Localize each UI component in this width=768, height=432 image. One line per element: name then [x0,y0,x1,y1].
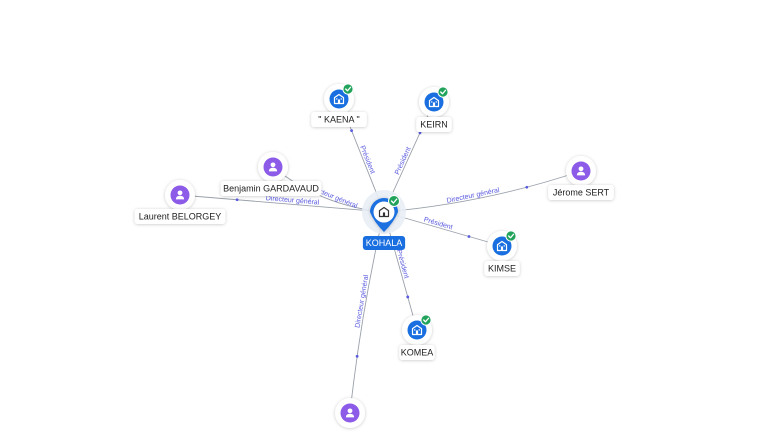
edge-arrow [406,295,410,299]
nodes-layer: " KAENA " KEIRN Benjamin GARDAVAUD Laurent … [134,83,614,428]
verified-check-icon [388,195,400,207]
node-benjamin[interactable]: Benjamin GARDAVAUD [220,152,322,196]
person-icon [175,190,185,200]
verified-check-icon [342,83,354,95]
edge-arrow [350,129,353,133]
node-label-text: " KAENA " [318,115,359,125]
node-keirn[interactable]: KEIRN [416,86,452,132]
person-icon [268,162,278,172]
node-label-kaena: " KAENA " [311,112,367,127]
node-label-komea: KOMEA [399,345,435,360]
building-icon [496,240,508,252]
person-icon [345,408,355,418]
edge-label-laurent: Directeur général [265,195,320,207]
node-label-text: KEIRN [420,120,448,130]
person-icon [576,166,586,176]
node-laurent[interactable]: Laurent BELORGEY [134,180,226,224]
node-label-jerome: Jérome SERT [548,185,614,200]
edge-arrow [418,131,422,135]
node-label-text: KIMSE [488,264,516,274]
edge-label-kimse: Président [423,216,453,231]
edge-label-komea: Président [395,249,410,279]
node-kaena[interactable]: " KAENA " [311,83,367,127]
center-label: KOHALA [362,236,406,250]
center-label-text: KOHALA [366,238,403,248]
node-label-benjamin: Benjamin GARDAVAUD [220,181,322,196]
edge-label-bottom: Directeur général [354,274,370,329]
node-label-laurent: Laurent BELORGEY [134,209,226,224]
node-label-kimse: KIMSE [484,261,520,276]
center-node[interactable]: KOHALA [362,190,406,250]
node-label-text: Benjamin GARDAVAUD [223,184,319,194]
node-komea[interactable]: KOMEA [399,314,435,360]
edge-laurent: Directeur général [179,194,385,213]
verified-check-icon [437,86,449,98]
edge-arrow [235,198,239,202]
node-label-text: Jérome SERT [553,188,610,198]
edge-arrow [467,235,471,238]
building-icon [378,206,390,218]
node-kimse[interactable]: KIMSE [484,230,520,276]
node-label-text: Laurent BELORGEY [139,212,222,222]
node-label-text: KOMEA [401,348,434,358]
verified-check-icon [505,230,517,242]
node-jerome[interactable]: Jérome SERT [548,156,614,200]
building-icon [428,96,440,108]
node-bottom[interactable] [335,398,365,428]
building-icon [333,93,345,105]
verified-check-icon [420,314,432,326]
building-icon [411,324,423,336]
node-label-keirn: KEIRN [416,117,452,132]
edge-arrow [525,185,529,189]
edge-arrow [355,354,359,358]
edge-label-keirn: Président [394,146,413,176]
